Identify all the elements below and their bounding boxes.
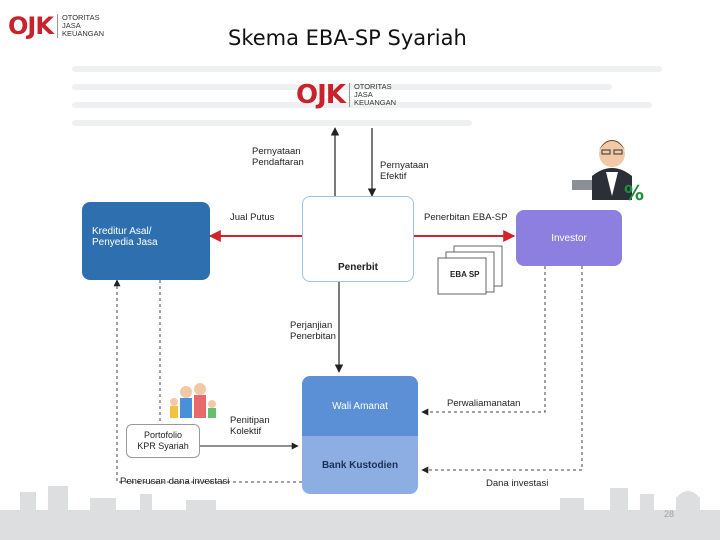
slide-title: Skema EBA-SP Syariah — [228, 26, 467, 50]
faint-text-line — [72, 84, 612, 90]
label-perjanjian-penerbitan: Perjanjian Penerbitan — [290, 320, 336, 343]
node-penerbit-label: Penerbit — [337, 262, 378, 273]
label-pernyataan-efektif: Pernyataan Efektif — [380, 160, 429, 183]
investor-person-icon: % — [572, 140, 644, 205]
ojk-logo-mark: OJK — [8, 12, 54, 40]
node-wali-amanat: Wali Amanat — [302, 376, 418, 436]
label-dana-investasi: Dana investasi — [486, 478, 549, 489]
label-pernyataan-pendaftaran: Pernyataan Pendaftaran — [252, 146, 304, 169]
ojk-logo-words: OTORITAS JASA KEUANGAN — [56, 14, 104, 38]
node-bank-kustodian: Bank Kustodien — [302, 436, 418, 494]
diagram-ojk-logo: OJK OTORITAS JASA KEUANGAN — [296, 80, 396, 110]
node-penerbit: Penerbit — [302, 196, 414, 282]
label-penitipan-kolektif: Penitipan Kolektif — [230, 415, 270, 438]
node-kreditur: Kreditur Asal/ Penyedia Jasa — [82, 202, 210, 280]
faint-text-line — [72, 102, 652, 108]
node-portofolio: Portofolio KPR Syariah — [126, 424, 200, 458]
node-investor-label: Investor — [551, 232, 587, 244]
diagram-ojk-logo-mark: OJK — [296, 80, 346, 110]
faint-text-line — [72, 120, 472, 126]
node-kreditur-label: Kreditur Asal/ Penyedia Jasa — [92, 226, 158, 248]
arrow-dana-investasi — [421, 266, 583, 474]
page-number: 28 — [664, 509, 675, 519]
eba-document-icon — [437, 245, 503, 295]
ojk-logo: OJK OTORITAS JASA KEUANGAN — [8, 12, 104, 40]
node-investor: Investor — [516, 210, 622, 266]
family-icon — [170, 383, 216, 418]
node-bank-kustodian-label: Bank Kustodien — [321, 459, 399, 471]
diagram-ojk-logo-words: OTORITAS JASA KEUANGAN — [348, 83, 396, 107]
skyline-decoration — [0, 486, 720, 540]
node-wali-amanat-label: Wali Amanat — [332, 400, 388, 412]
faint-text-line — [72, 66, 662, 72]
eba-document-label: EBA SP — [450, 270, 480, 279]
node-portofolio-label: Portofolio KPR Syariah — [137, 430, 189, 451]
arrow-penerusan-dana — [113, 279, 302, 483]
label-penerusan-dana: Penerusan dana investasi — [120, 476, 230, 487]
arrow-perwaliamanatan — [421, 266, 546, 416]
percent-symbol: % — [624, 181, 644, 205]
label-jual-putus: Jual Putus — [230, 212, 275, 223]
label-penerbitan-eba: Penerbitan EBA-SP — [424, 212, 508, 223]
label-perwaliamanatan: Perwaliamanatan — [447, 398, 521, 409]
